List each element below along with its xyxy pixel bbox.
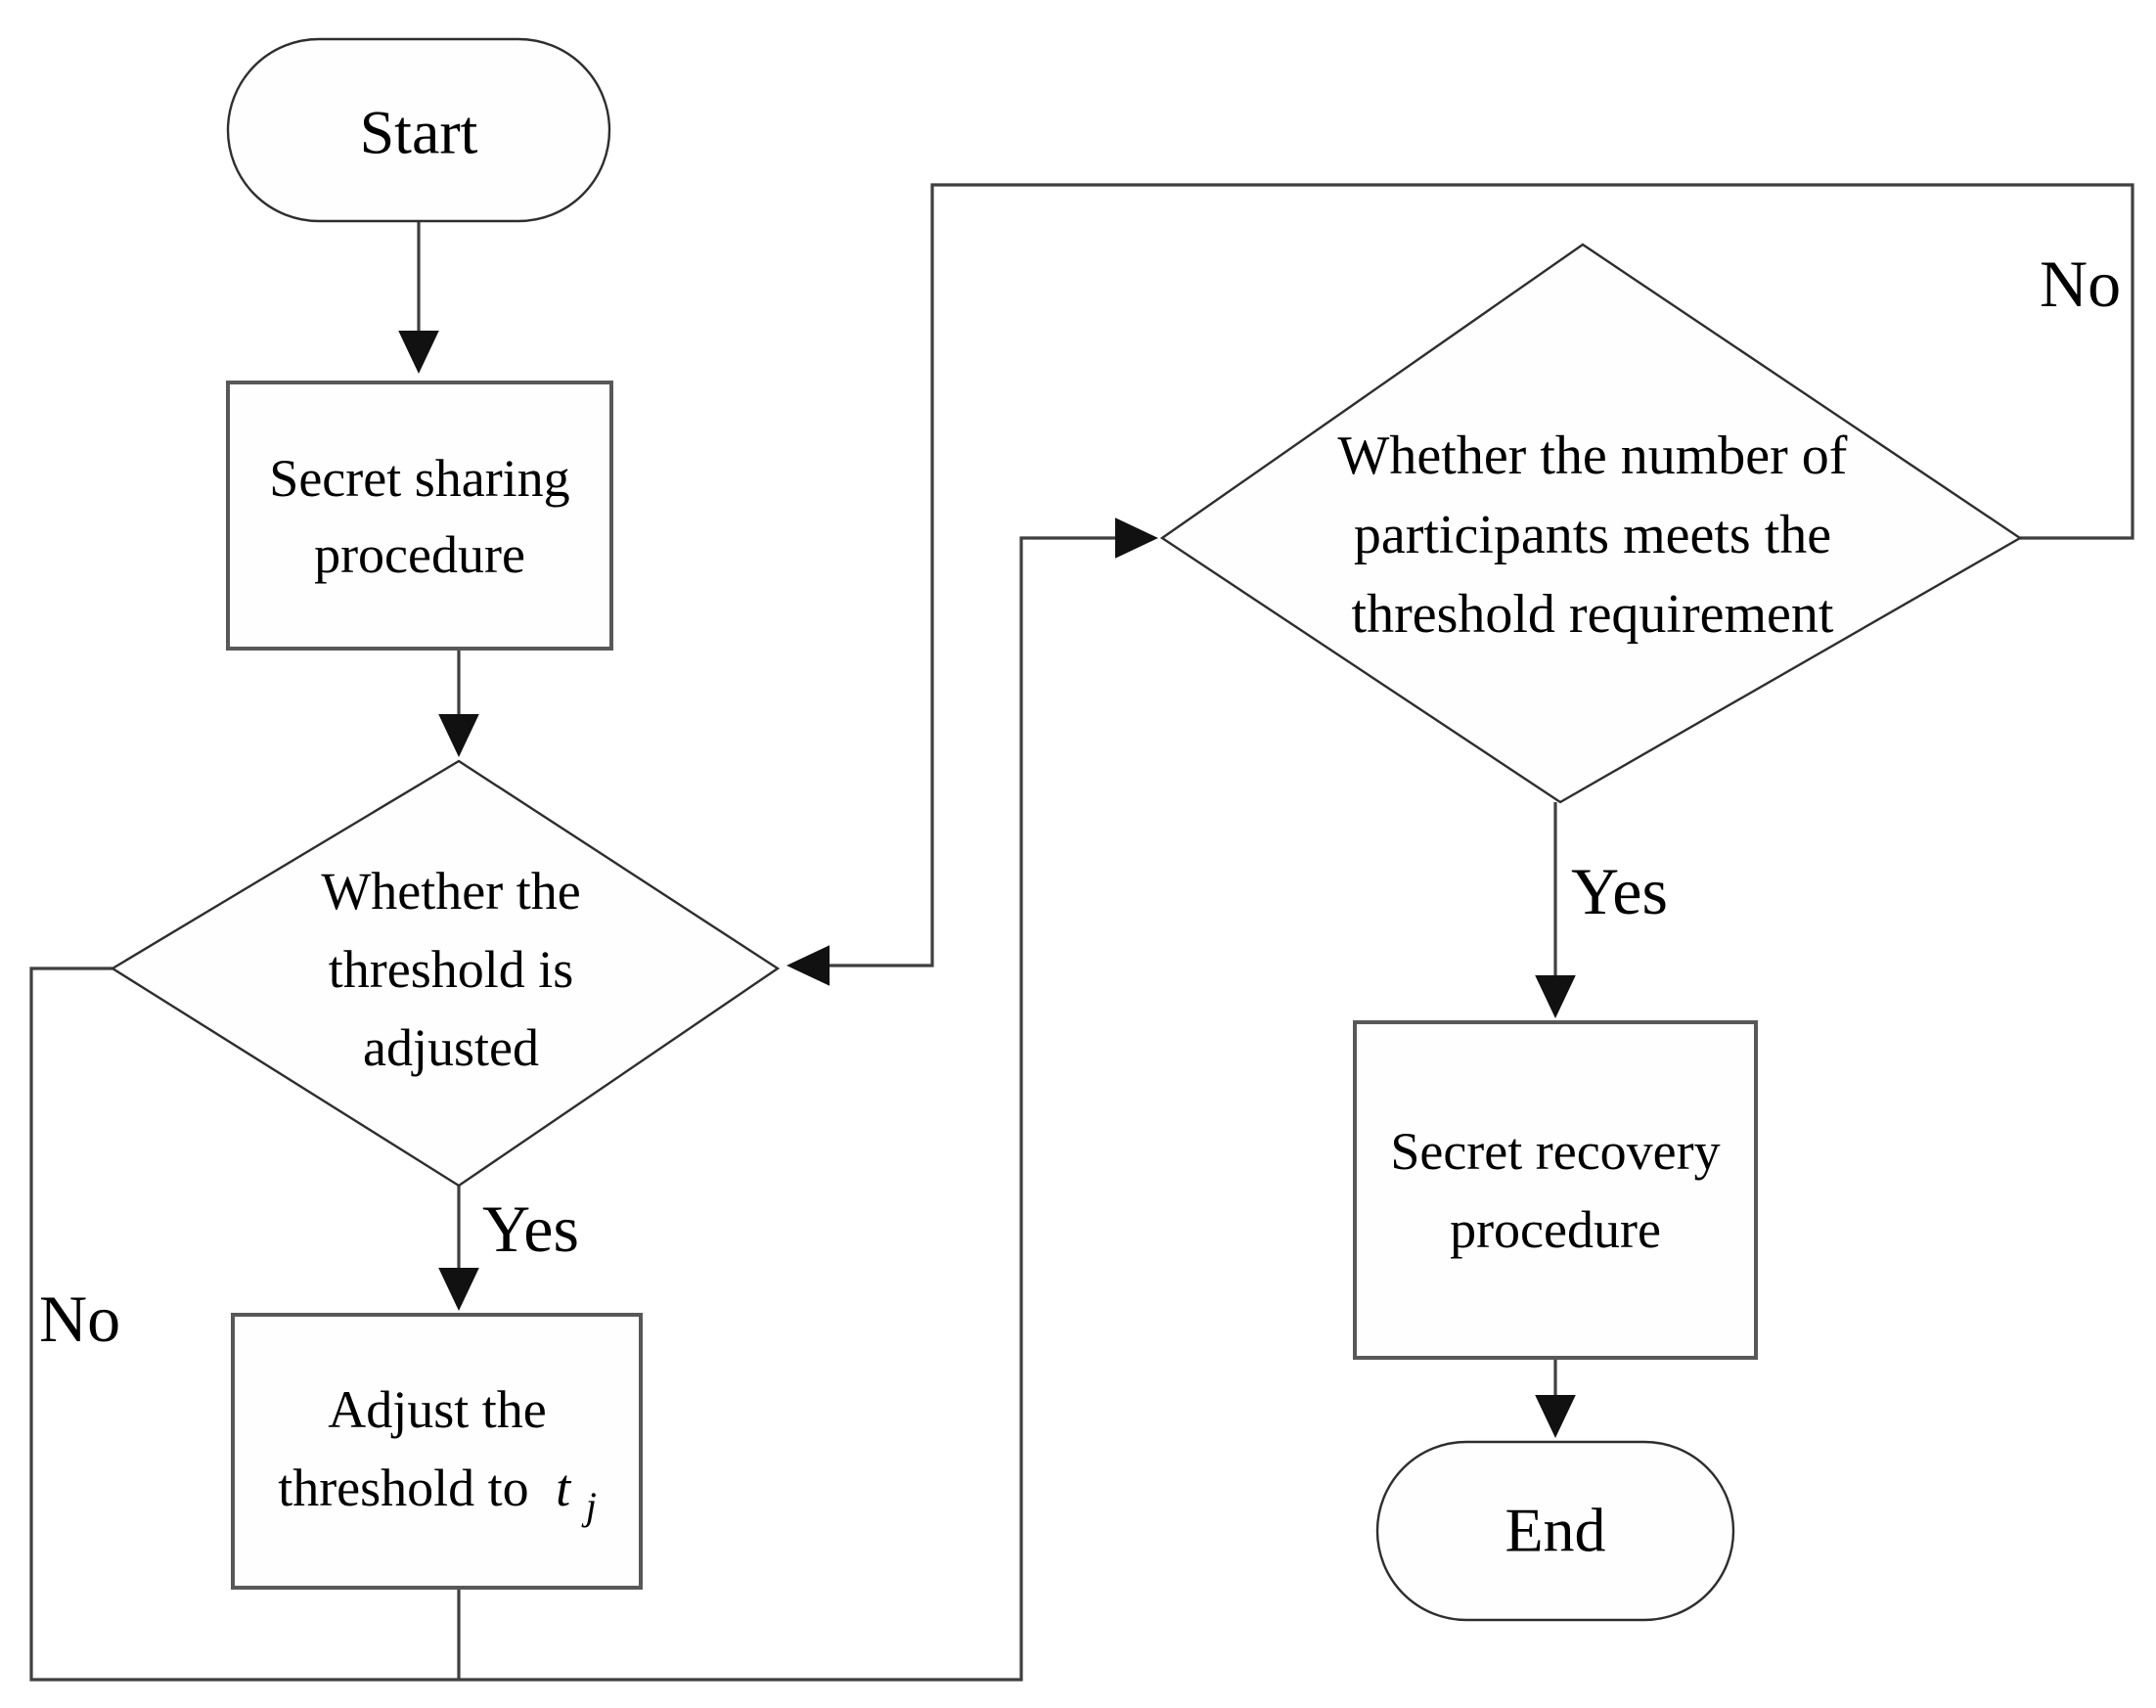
edge-labels: Yes No Yes No xyxy=(39,247,2121,1356)
participants-decision-line-1: Whether the number of xyxy=(1338,426,1848,486)
start-terminator-shape xyxy=(226,37,611,223)
adjust-threshold-shape xyxy=(231,1313,643,1590)
label-threshold-yes: Yes xyxy=(482,1191,579,1266)
secret-sharing-line-1: Secret sharing xyxy=(269,449,569,508)
edge-participants-decision-no-loop xyxy=(786,183,2134,986)
edges xyxy=(29,183,2134,1682)
secret-sharing-shape xyxy=(226,381,613,651)
threshold-decision-line-3: adjusted xyxy=(363,1018,539,1077)
end-label: End xyxy=(1505,1496,1605,1565)
secret-recovery-shape xyxy=(1353,1020,1758,1360)
adjust-threshold-line-2-prefix: threshold to xyxy=(278,1459,528,1517)
participants-decision-line-3: threshold requirement xyxy=(1352,584,1834,645)
node-adjust-threshold: Adjust the threshold to t j xyxy=(231,1313,643,1590)
node-start: Start xyxy=(226,37,611,223)
node-threshold-decision: Whether the threshold is adjusted xyxy=(110,759,781,1188)
node-secret-recovery: Secret recovery procedure xyxy=(1353,1020,1758,1360)
threshold-variable-subscript: j xyxy=(581,1484,597,1528)
label-participants-yes: Yes xyxy=(1571,854,1668,928)
threshold-decision-line-2: threshold is xyxy=(329,940,574,999)
nodes: Start Secret sharing procedure Whether t… xyxy=(110,37,2023,1622)
node-end: End xyxy=(1375,1440,1735,1622)
secret-recovery-line-1: Secret recovery xyxy=(1390,1122,1720,1181)
participants-decision-shape xyxy=(1159,243,2023,804)
secret-sharing-line-2: procedure xyxy=(314,525,525,584)
end-terminator-shape xyxy=(1375,1440,1735,1622)
adjust-threshold-line-2: threshold to t j xyxy=(278,1459,597,1528)
participants-decision-line-2: participants meets the xyxy=(1354,505,1831,565)
start-label: Start xyxy=(360,98,478,167)
label-threshold-no: No xyxy=(39,1281,120,1356)
secret-recovery-line-2: procedure xyxy=(1450,1200,1661,1259)
adjust-threshold-line-1: Adjust the xyxy=(328,1380,547,1439)
threshold-variable-symbol: t xyxy=(556,1459,572,1517)
node-secret-sharing: Secret sharing procedure xyxy=(226,381,613,651)
threshold-decision-shape xyxy=(110,759,781,1188)
node-participants-decision: Whether the number of participants meets… xyxy=(1159,243,2023,804)
label-participants-no: No xyxy=(2040,247,2121,321)
threshold-decision-line-1: Whether the xyxy=(321,862,580,921)
edge-threshold-decision-no-loop xyxy=(29,517,1158,1682)
